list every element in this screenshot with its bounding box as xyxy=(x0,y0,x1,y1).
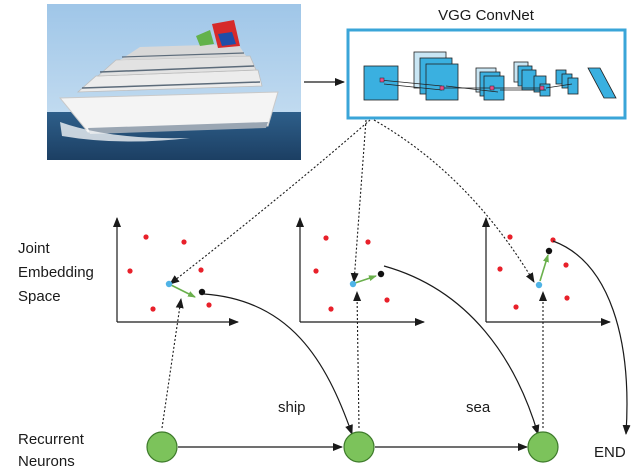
ship-photo xyxy=(47,4,301,160)
embedding-points-2 xyxy=(313,235,390,312)
embedding-points-3 xyxy=(497,234,570,310)
convnet-kernels xyxy=(379,77,545,91)
embedding-plot-3 xyxy=(482,217,611,326)
word-output-arrows xyxy=(203,240,631,435)
convnet-to-embedding-links xyxy=(169,119,535,285)
svg-text:Space: Space xyxy=(18,288,61,305)
convnet-connections xyxy=(379,79,573,93)
embedding-plot-1 xyxy=(113,217,239,326)
neuron-1 xyxy=(146,431,178,463)
neuron-2 xyxy=(343,431,375,463)
word-ship: ship xyxy=(278,399,306,416)
word-end: END xyxy=(594,444,626,461)
svg-text:Recurrent: Recurrent xyxy=(18,431,85,448)
svg-text:Joint: Joint xyxy=(18,240,51,257)
neuron-3 xyxy=(527,431,559,463)
recurrent-chain xyxy=(146,431,559,463)
svg-text:Embedding: Embedding xyxy=(18,264,94,281)
svg-text:Neurons: Neurons xyxy=(18,453,75,470)
convnet-title: VGG ConvNet xyxy=(438,7,535,24)
embedding-points-1 xyxy=(127,234,212,312)
recurrent-neurons-label: Recurrent Neurons xyxy=(18,431,85,470)
word-sea: sea xyxy=(466,399,491,416)
joint-embedding-label: Joint Embedding Space xyxy=(18,240,94,305)
embedding-plot-2 xyxy=(296,217,425,326)
neuron-to-embedding-links xyxy=(161,291,547,429)
